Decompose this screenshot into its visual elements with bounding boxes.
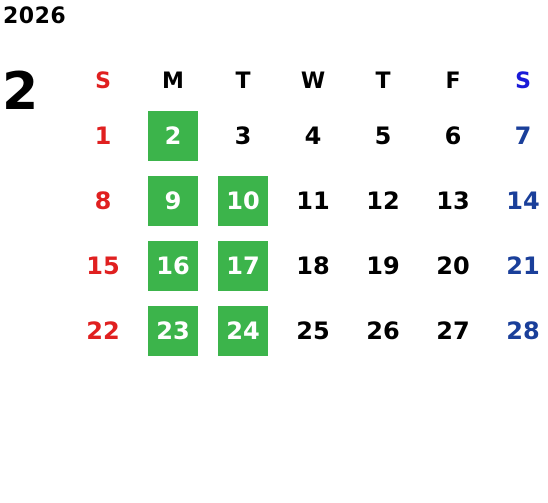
week-row: 1 2 3 4 5 6 7 [68,103,548,168]
calendar-grid: S M T W T F S 1 2 3 4 5 6 7 8 9 10 11 12… [68,60,548,363]
weekday-thursday: T [375,69,391,94]
weekday-friday: F [445,69,461,94]
weekday-monday: M [162,69,184,94]
weekday-wednesday: W [300,69,326,94]
week-row: 8 9 10 11 12 13 14 [68,168,548,233]
day-cell-highlighted: 24 [218,305,268,356]
day-cell: 3 [234,121,252,150]
month-number: 2 [2,62,39,122]
day-cell: 20 [436,251,470,280]
day-cell-highlighted: 10 [218,175,268,226]
day-cell: 25 [296,316,330,345]
day-cell-highlighted: 17 [218,240,268,291]
day-cell: 13 [436,186,470,215]
day-cell: 22 [86,316,120,345]
day-cell-highlighted: 16 [148,240,198,291]
day-cell-highlighted: 23 [148,305,198,356]
weekday-header-row: S M T W T F S [68,60,548,103]
day-cell: 14 [506,186,540,215]
day-cell: 1 [94,121,112,150]
day-cell: 21 [506,251,540,280]
day-cell-highlighted: 2 [148,110,198,161]
day-cell: 12 [366,186,400,215]
day-cell: 5 [374,121,392,150]
day-cell: 26 [366,316,400,345]
day-cell: 18 [296,251,330,280]
year-label: 2026 [3,4,67,29]
day-cell: 27 [436,316,470,345]
day-cell: 15 [86,251,120,280]
week-row: 15 16 17 18 19 20 21 [68,233,548,298]
weekday-sunday: S [95,69,111,94]
weekday-saturday: S [515,69,531,94]
week-row: 22 23 24 25 26 27 28 [68,298,548,363]
day-cell: 28 [506,316,540,345]
day-cell: 11 [296,186,330,215]
day-cell: 19 [366,251,400,280]
day-cell: 6 [444,121,462,150]
day-cell: 7 [514,121,532,150]
day-cell-highlighted: 9 [148,175,198,226]
weekday-tuesday: T [235,69,251,94]
day-cell: 4 [304,121,322,150]
day-cell: 8 [94,186,112,215]
